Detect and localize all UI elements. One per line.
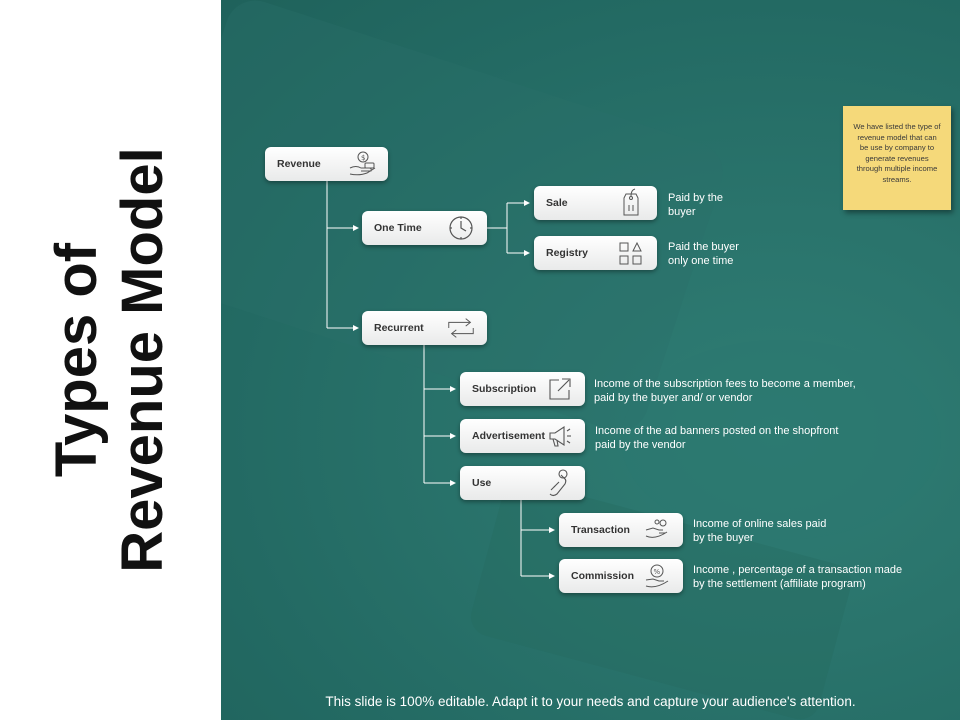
desc-sale-line-1: Paid by the — [668, 192, 724, 204]
node-one-time-label: One Time — [374, 222, 422, 234]
node-transaction: Transaction — [559, 513, 683, 547]
left-pane: Types of Revenue Model — [0, 0, 221, 720]
teal-panel — [221, 0, 960, 720]
hand-coins-icon — [641, 516, 673, 544]
node-subscription: Subscription — [460, 372, 585, 406]
desc-registry: Paid the buyer only one time — [668, 240, 739, 268]
desc-commission-line-2: by the settlement (affiliate program) — [693, 578, 866, 590]
desc-commission: Income , percentage of a transaction mad… — [693, 563, 902, 591]
node-subscription-label: Subscription — [472, 383, 537, 395]
desc-subscription-line-2: paid by the buyer and/ or vendor — [594, 392, 753, 404]
svg-text:%: % — [654, 568, 661, 576]
node-commission-label: Commission — [571, 570, 635, 582]
node-transaction-label: Transaction — [571, 524, 630, 536]
node-sale-label: Sale — [546, 197, 568, 209]
node-revenue: Revenue $ — [265, 147, 388, 181]
desc-subscription-line-1: Income of the subscription fees to becom… — [594, 378, 856, 390]
node-use-label: Use — [472, 477, 492, 489]
money-hand-icon: $ — [346, 150, 378, 178]
desc-advertisement-line-2: paid by the vendor — [595, 439, 686, 451]
clock-icon — [445, 214, 477, 242]
node-recurrent-label: Recurrent — [374, 322, 424, 334]
desc-subscription: Income of the subscription fees to becom… — [594, 377, 856, 405]
node-one-time: One Time — [362, 211, 487, 245]
node-recurrent: Recurrent — [362, 311, 487, 345]
node-use: Use — [460, 466, 585, 500]
desc-transaction-line-1: Income of online sales paid — [693, 518, 827, 530]
node-advertisement-label: Advertisement — [472, 430, 545, 442]
hand-pointer-icon — [543, 469, 575, 497]
footer-caption: This slide is 100% editable. Adapt it to… — [325, 694, 856, 709]
desc-sale-line-2: buyer — [668, 206, 696, 218]
megaphone-icon — [545, 422, 575, 450]
node-sale: Sale — [534, 186, 657, 220]
desc-commission-line-1: Income , percentage of a transaction mad… — [693, 564, 903, 576]
price-tag-icon — [615, 188, 647, 217]
desc-transaction-line-2: by the buyer — [693, 532, 754, 544]
node-advertisement: Advertisement — [460, 419, 585, 453]
desc-transaction: Income of online sales paid by the buyer — [693, 517, 826, 545]
desc-registry-line-2: only one time — [668, 255, 734, 267]
node-revenue-label: Revenue — [277, 158, 321, 170]
node-registry-label: Registry — [546, 247, 589, 259]
node-registry: Registry — [534, 236, 657, 270]
desc-registry-line-1: Paid the buyer — [668, 241, 739, 253]
svg-text:$: $ — [361, 154, 365, 162]
desc-advertisement: Income of the ad banners posted on the s… — [595, 424, 838, 452]
external-link-icon — [543, 375, 575, 403]
shapes-grid-icon — [615, 239, 647, 267]
percent-hand-icon: % — [641, 562, 673, 590]
sticky-note: We have listed the type of revenue model… — [843, 106, 951, 210]
desc-sale: Paid by the buyer — [668, 191, 723, 219]
node-commission: Commission % — [559, 559, 683, 593]
repeat-arrows-icon — [445, 314, 477, 342]
desc-advertisement-line-1: Income of the ad banners posted on the s… — [595, 425, 839, 437]
